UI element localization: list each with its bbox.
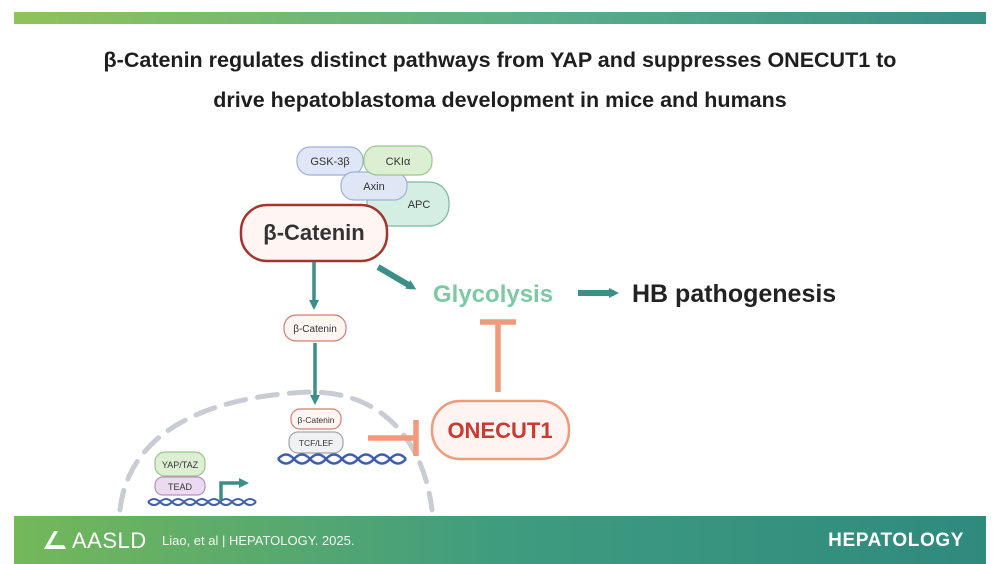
title-line-1: β-Catenin regulates distinct pathways fr… — [103, 48, 897, 72]
gsk3b-label: GSK-3β — [310, 156, 349, 168]
beta-catenin-small-label: β-Catenin — [293, 324, 337, 335]
glycolysis-label: Glycolysis — [433, 281, 553, 308]
axin-label: Axin — [363, 181, 384, 193]
slide-title: β-Catenin regulates distinct pathways fr… — [0, 40, 1000, 120]
citation-text: Liao, et al | HEPATOLOGY. 2025. — [162, 533, 355, 548]
onecut1-node — [430, 399, 571, 461]
nuclear-beta-catenin-label: β-Catenin — [297, 415, 334, 425]
beta-catenin-label: β-Catenin — [263, 220, 364, 245]
tcf-lef-node — [288, 431, 344, 454]
yap-taz-label: YAP/TAZ — [162, 460, 199, 470]
tead-node — [154, 476, 206, 496]
top-accent-bar — [14, 12, 986, 24]
onecut1-label: ONECUT1 — [447, 418, 552, 443]
footer-bar: AASLD Liao, et al | HEPATOLOGY. 2025. HE… — [14, 516, 986, 564]
ck1a-label: CKIα — [386, 156, 411, 168]
ck1a-node — [363, 145, 433, 176]
transcription-arrow — [219, 478, 249, 500]
destruction-complex: APC GSK-3β Axin CKIα — [296, 145, 450, 227]
dna-helix-right — [277, 453, 407, 465]
aasld-logo-icon — [44, 531, 66, 549]
hb-pathogenesis-label: HB pathogenesis — [632, 280, 836, 308]
aasld-logo-text: AASLD — [72, 528, 147, 553]
tcf-lef-label: TCF/LEF — [299, 438, 333, 448]
nuclear-beta-catenin-node — [290, 408, 342, 430]
inhibit-glycolysis — [480, 319, 516, 392]
yap-taz-node — [154, 451, 206, 477]
dna-helix-left — [147, 498, 257, 506]
apc-label: APC — [408, 199, 431, 211]
inhibit-onecut1 — [368, 420, 419, 456]
beta-catenin-small-node — [283, 314, 347, 342]
journal-name: HEPATOLOGY — [828, 530, 964, 551]
tead-label: TEAD — [168, 482, 193, 492]
arrow-to-glycolysis — [376, 264, 417, 290]
gsk3b-node — [296, 146, 364, 176]
title-line-2: drive hepatoblastoma development in mice… — [213, 88, 787, 112]
beta-catenin-node — [239, 203, 389, 263]
